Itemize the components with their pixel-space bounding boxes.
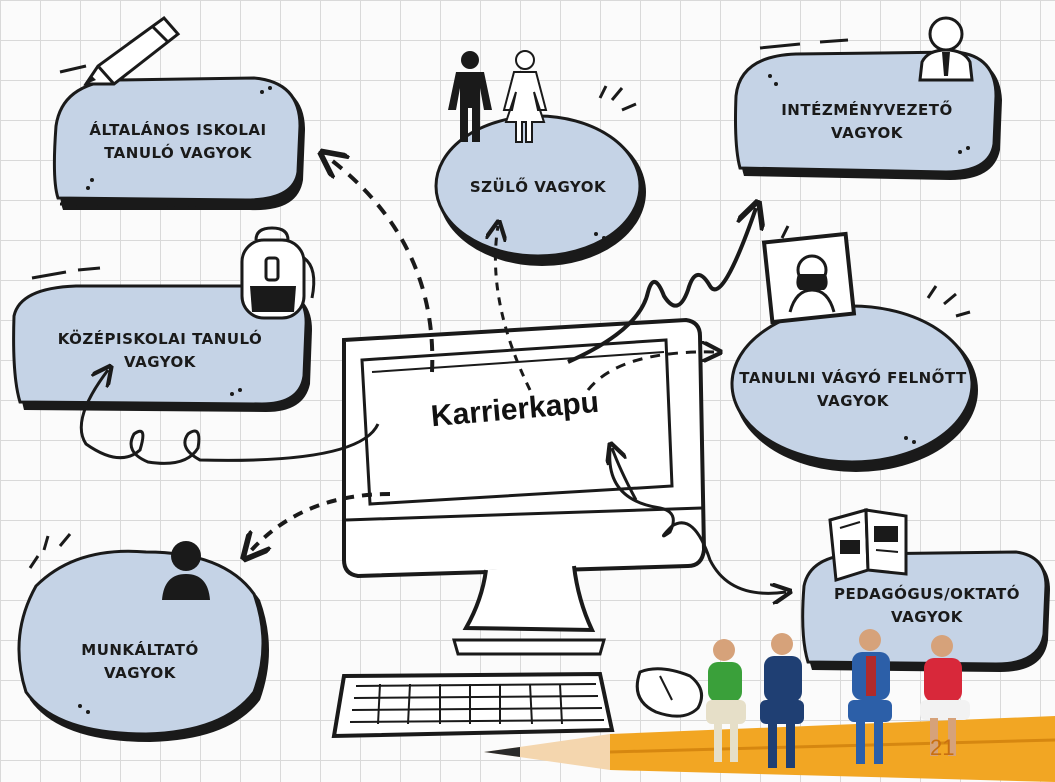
backpack-icon [240, 226, 316, 320]
computer-monitor [342, 317, 707, 656]
parents-icon [448, 50, 548, 143]
figurines [706, 629, 970, 768]
bubble-munkaltato-label: MUNKÁLTATÓ VAGYOK [81, 640, 199, 682]
arrow-inner [612, 448, 638, 501]
arrow-to-szulo [495, 226, 532, 391]
bubble-intezmeny-label: INTÉZMÉNYVEZETŐ VAGYOK [781, 100, 953, 142]
arrow-to-pedagogus [608, 449, 786, 593]
bubble-altalanos [52, 64, 305, 211]
arrow-to-altalanos [326, 156, 435, 373]
page-number: 21 [930, 735, 955, 760]
arrow-to-munkaltato [248, 492, 391, 554]
bubble-pedagogus-label: PEDAGÓGUS/OKTATÓ VAGYOK [833, 584, 1020, 626]
figurine-green [706, 639, 746, 762]
figurine-blue [848, 629, 892, 764]
bubble-felnott-label: TANULNI VÁGYÓ FELNŐTT VAGYOK [739, 368, 967, 410]
bubble-altalanos-label: ÁLTALÁNOS ISKOLAI TANULÓ VAGYOK [89, 120, 267, 162]
bubble-intezmeny [734, 38, 1002, 180]
bubble-felnott [730, 285, 978, 472]
arrow-to-intezmeny [567, 208, 756, 364]
arrow-to-kozepiskola [79, 370, 380, 465]
connectors [79, 156, 786, 593]
figurine-red [920, 635, 970, 756]
mouse-icon [635, 667, 704, 718]
pencil-icon [83, 15, 181, 86]
bubble-kozepiskola-label: KÖZÉPISKOLAI TANULÓ VAGYOK [57, 329, 263, 371]
figurine-navy [760, 633, 804, 768]
arrow-to-felnott [586, 352, 716, 391]
bubble-szulo-label: SZÜLŐ VAGYOK [469, 178, 607, 197]
businessman-icon [918, 16, 974, 82]
book-icon [828, 508, 908, 582]
user-icon [162, 541, 210, 600]
keyboard [331, 671, 615, 739]
portrait-icon [761, 225, 857, 325]
